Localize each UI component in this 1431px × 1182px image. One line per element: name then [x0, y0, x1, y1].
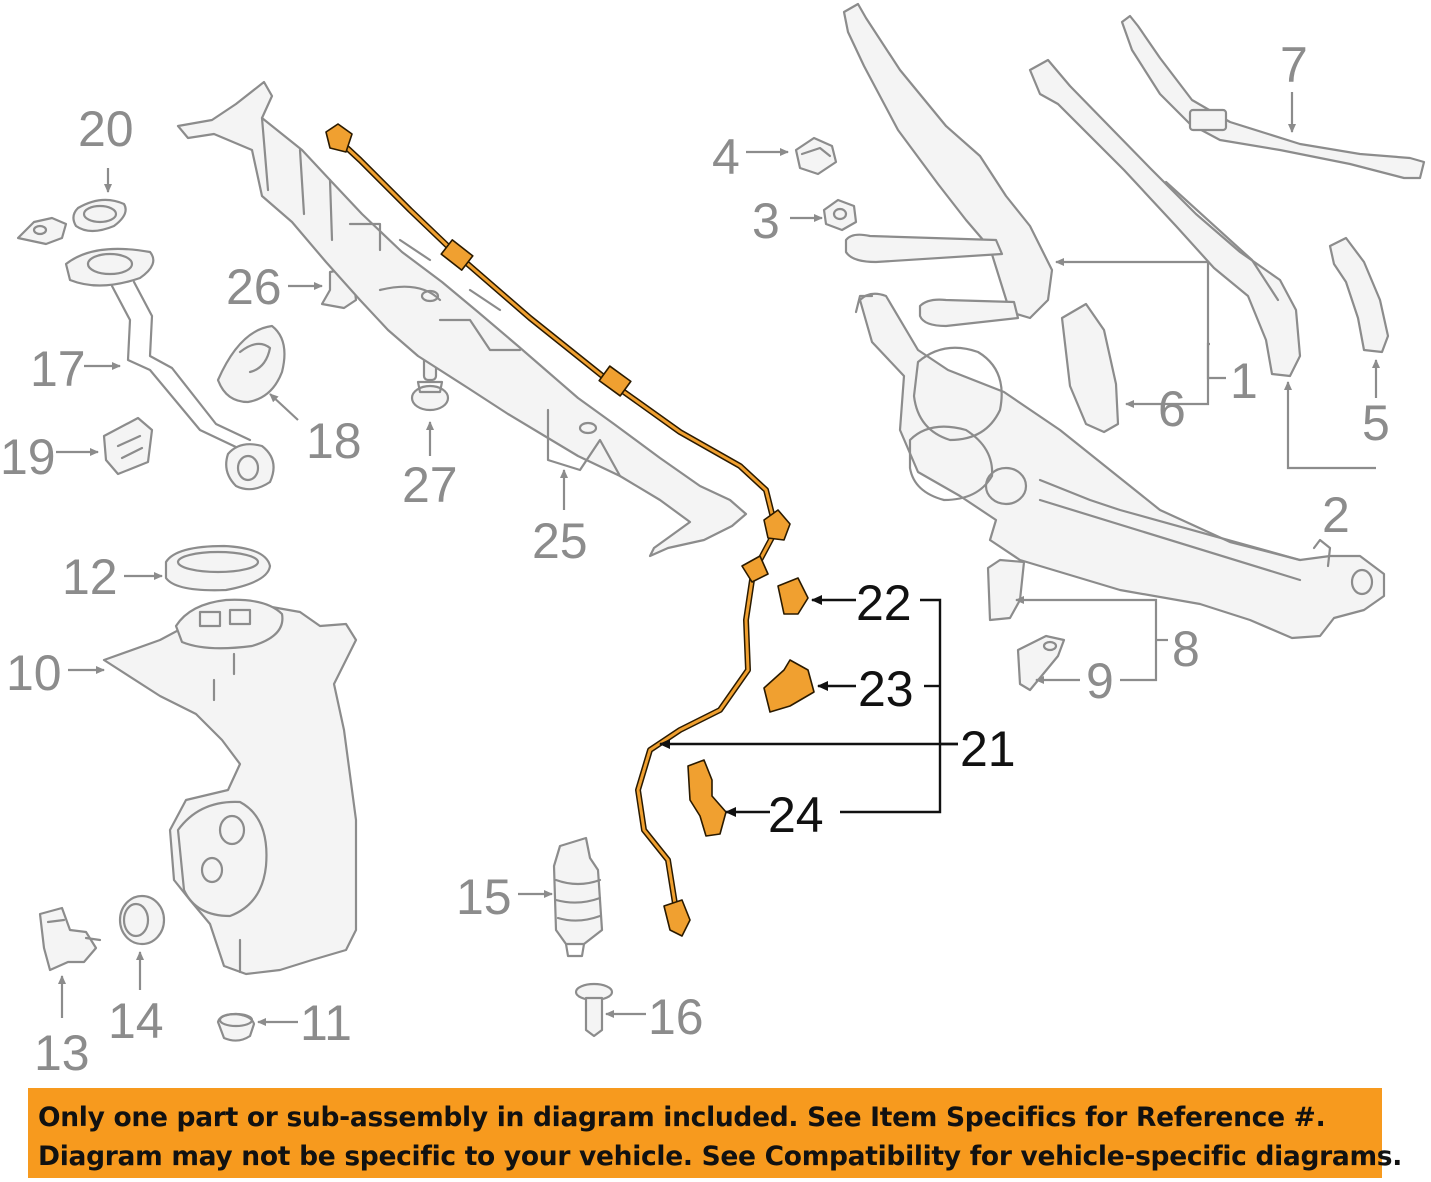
part-6-arm-cover	[1060, 302, 1120, 434]
part-9-bracket	[1016, 634, 1066, 692]
disclaimer-line-1: Only one part or sub-assembly in diagram…	[38, 1102, 1326, 1133]
callout-11: 11	[300, 995, 352, 1051]
callout-27: 27	[402, 457, 458, 513]
callout-4: 4	[712, 129, 740, 185]
part-7-wiper-blade	[1120, 14, 1426, 180]
callout-8: 8	[1172, 621, 1200, 677]
callout-1: 1	[1230, 353, 1258, 409]
callout-21: 21	[960, 721, 1016, 777]
disclaimer-line-2: Diagram may not be specific to your vehi…	[38, 1141, 1403, 1172]
part-25-cowl-panel	[176, 80, 748, 558]
part-17-filler-neck	[64, 247, 275, 491]
part-11-grommet	[216, 1012, 256, 1042]
leader-lines-highlighted	[659, 595, 958, 817]
wiper-linkage-and-motor	[854, 292, 1386, 640]
part-3-nut	[822, 198, 858, 232]
callout-23: 23	[858, 661, 914, 717]
callout-26: 26	[226, 259, 282, 315]
callout-13: 13	[34, 1025, 90, 1081]
callout-24: 24	[768, 787, 824, 843]
callout-18: 18	[306, 413, 362, 469]
callout-17: 17	[30, 341, 86, 397]
callout-9: 9	[1086, 653, 1114, 709]
part-20-filler-cap	[16, 198, 127, 246]
part-19-clip	[102, 416, 154, 476]
part-18-shield	[216, 324, 286, 404]
part-16-bolt	[574, 982, 614, 1038]
callout-22: 22	[856, 575, 912, 631]
callout-7: 7	[1280, 37, 1308, 93]
part-14-grommet	[118, 894, 166, 946]
callout-10: 10	[6, 645, 62, 701]
callout-14: 14	[108, 993, 164, 1049]
part-10-washer-reservoir	[102, 598, 358, 976]
callout-3: 3	[752, 193, 780, 249]
part-12-grommet	[164, 544, 272, 592]
part-13-level-sensor	[38, 906, 102, 972]
leader-lines	[56, 92, 1380, 1026]
callout-5: 5	[1362, 395, 1390, 451]
part-2-wiper-arm	[1028, 58, 1302, 378]
callout-15: 15	[456, 869, 512, 925]
part-4-nut-cap	[794, 136, 838, 176]
part-24-connector	[687, 759, 727, 837]
callout-16: 16	[648, 989, 704, 1045]
part-5-arm-cover	[1328, 236, 1390, 354]
callout-6: 6	[1158, 381, 1186, 437]
callout-20: 20	[78, 101, 134, 157]
part-15-washer-pump	[552, 836, 604, 958]
callout-25: 25	[532, 513, 588, 569]
part-22-connector	[777, 577, 809, 615]
part-23-connector	[763, 659, 815, 713]
part-8-bracket	[986, 558, 1026, 622]
disclaimer-banner: Only one part or sub-assembly in diagram…	[28, 1088, 1403, 1178]
part-1-wiper-arm	[842, 2, 1054, 328]
callout-labels: 20 17 19 26 18 27 25 12 10 13 14 11 15 1…	[0, 37, 1390, 1081]
callout-19: 19	[0, 429, 56, 485]
part-21-wiring-harness	[325, 123, 791, 937]
callout-12: 12	[62, 549, 118, 605]
callout-2: 2	[1322, 487, 1350, 543]
